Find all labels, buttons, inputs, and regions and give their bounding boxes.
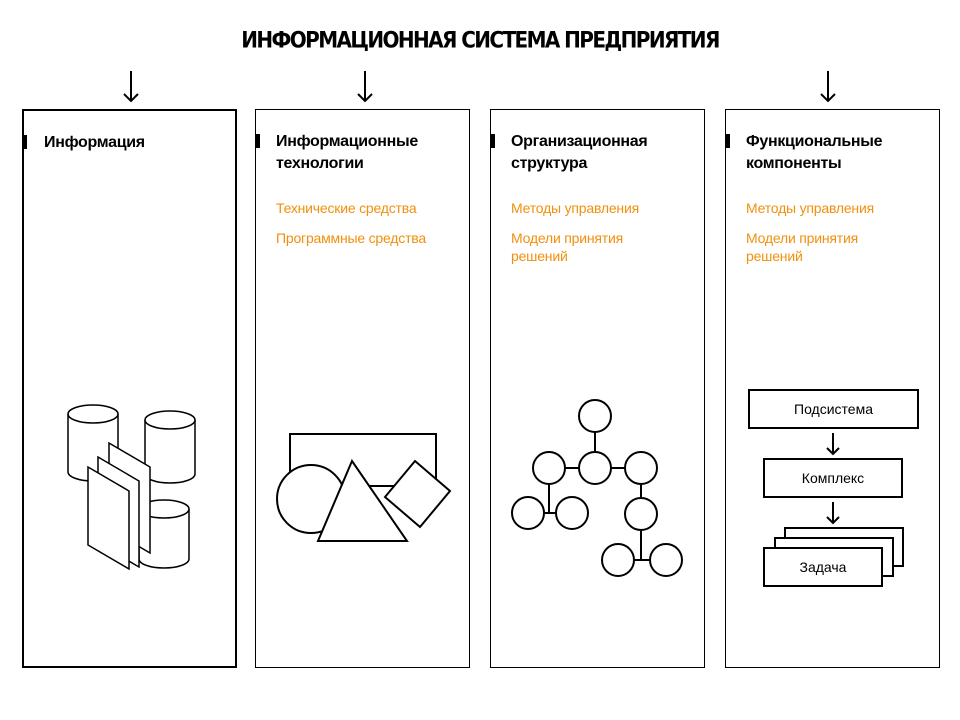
column-heading: Функциональные компоненты: [746, 133, 883, 172]
column-heading: Информационные технологии: [276, 133, 418, 172]
item-decision-models: Модели принятия решений: [746, 230, 858, 264]
down-arrow-icon: [820, 71, 836, 103]
item-technical-means: Технические средства: [276, 200, 417, 216]
column-marker: [256, 134, 260, 148]
subsystem-box: Подсистема: [748, 389, 919, 429]
item-management-methods: Методы управления: [511, 200, 639, 216]
column-marker: [726, 134, 730, 148]
org-tree-icon: [511, 399, 683, 577]
down-arrow-icon: [826, 502, 840, 525]
column-functional-components: Функциональные компоненты Методы управле…: [725, 109, 940, 668]
column-marker: [491, 134, 495, 148]
item-management-methods: Методы управления: [746, 200, 874, 216]
column-marker: [23, 135, 27, 149]
task-box: Задача: [763, 547, 883, 587]
database-documents-icon: [67, 404, 196, 571]
complex-label: Комплекс: [801, 470, 865, 486]
page-title: ИНФОРМАЦИОННАЯ СИСТЕМА ПРЕДПРИЯТИЯ: [241, 26, 720, 53]
complex-box: Комплекс: [763, 458, 903, 498]
down-arrow-icon: [357, 71, 373, 103]
column-org-structure: Организационная структура Методы управле…: [490, 109, 705, 668]
task-label: Задача: [799, 559, 847, 575]
column-info-technologies: Информационные технологии Технические ср…: [255, 109, 470, 668]
column-heading: Организационная структура: [511, 133, 648, 172]
column-heading: Информация: [44, 134, 145, 151]
subsystem-label: Подсистема: [794, 401, 873, 417]
item-decision-models: Модели принятия решений: [511, 230, 623, 264]
column-information: Информация: [22, 109, 237, 668]
item-software-means: Программные средства: [276, 230, 426, 246]
geometric-shapes-icon: [276, 433, 452, 542]
down-arrow-icon: [826, 433, 840, 456]
down-arrow-icon: [123, 71, 139, 103]
